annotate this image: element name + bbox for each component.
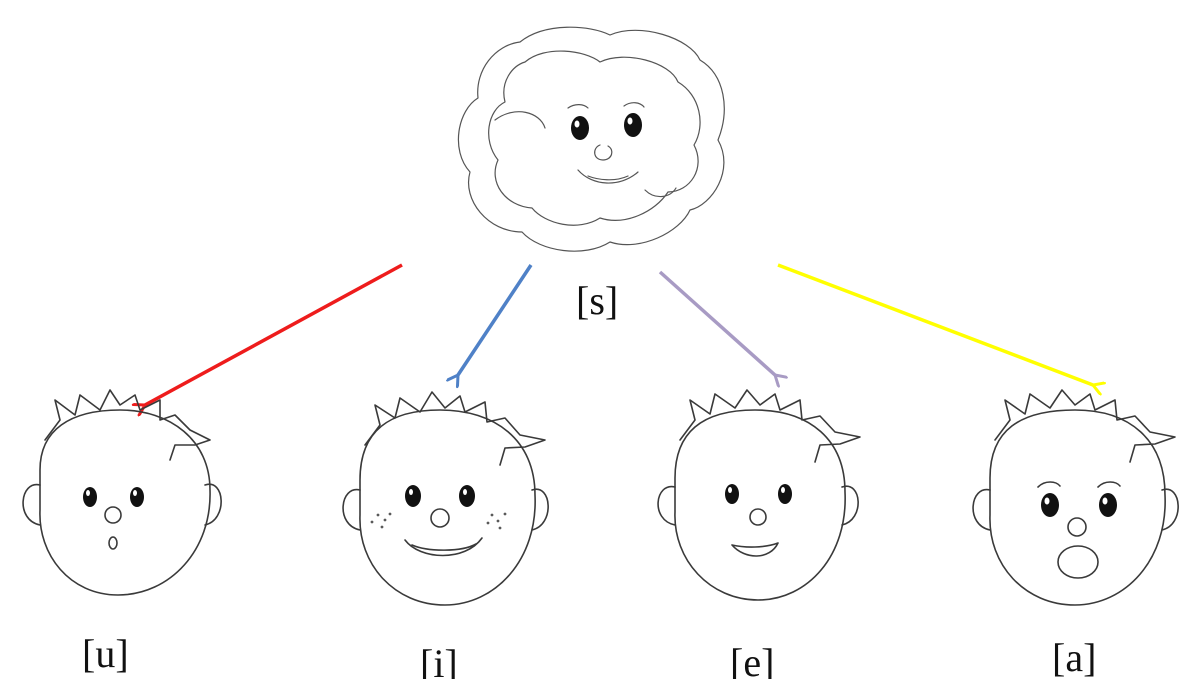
arrow-to-i [458,264,533,375]
arrow-to-a [777,263,1093,385]
label-i: [i] [420,641,458,679]
label-a: [a] [1052,635,1097,679]
cloud-face-icon [457,26,725,252]
arrow-to-u [145,263,403,405]
label-e: [e] [730,640,775,679]
face-u-icon [22,389,222,596]
face-i-icon [342,391,549,606]
face-a-icon [972,389,1179,606]
face-e-icon [657,389,861,601]
arrow-to-e [658,270,775,375]
label-s: [s] [576,278,619,323]
label-u: [u] [82,631,129,676]
